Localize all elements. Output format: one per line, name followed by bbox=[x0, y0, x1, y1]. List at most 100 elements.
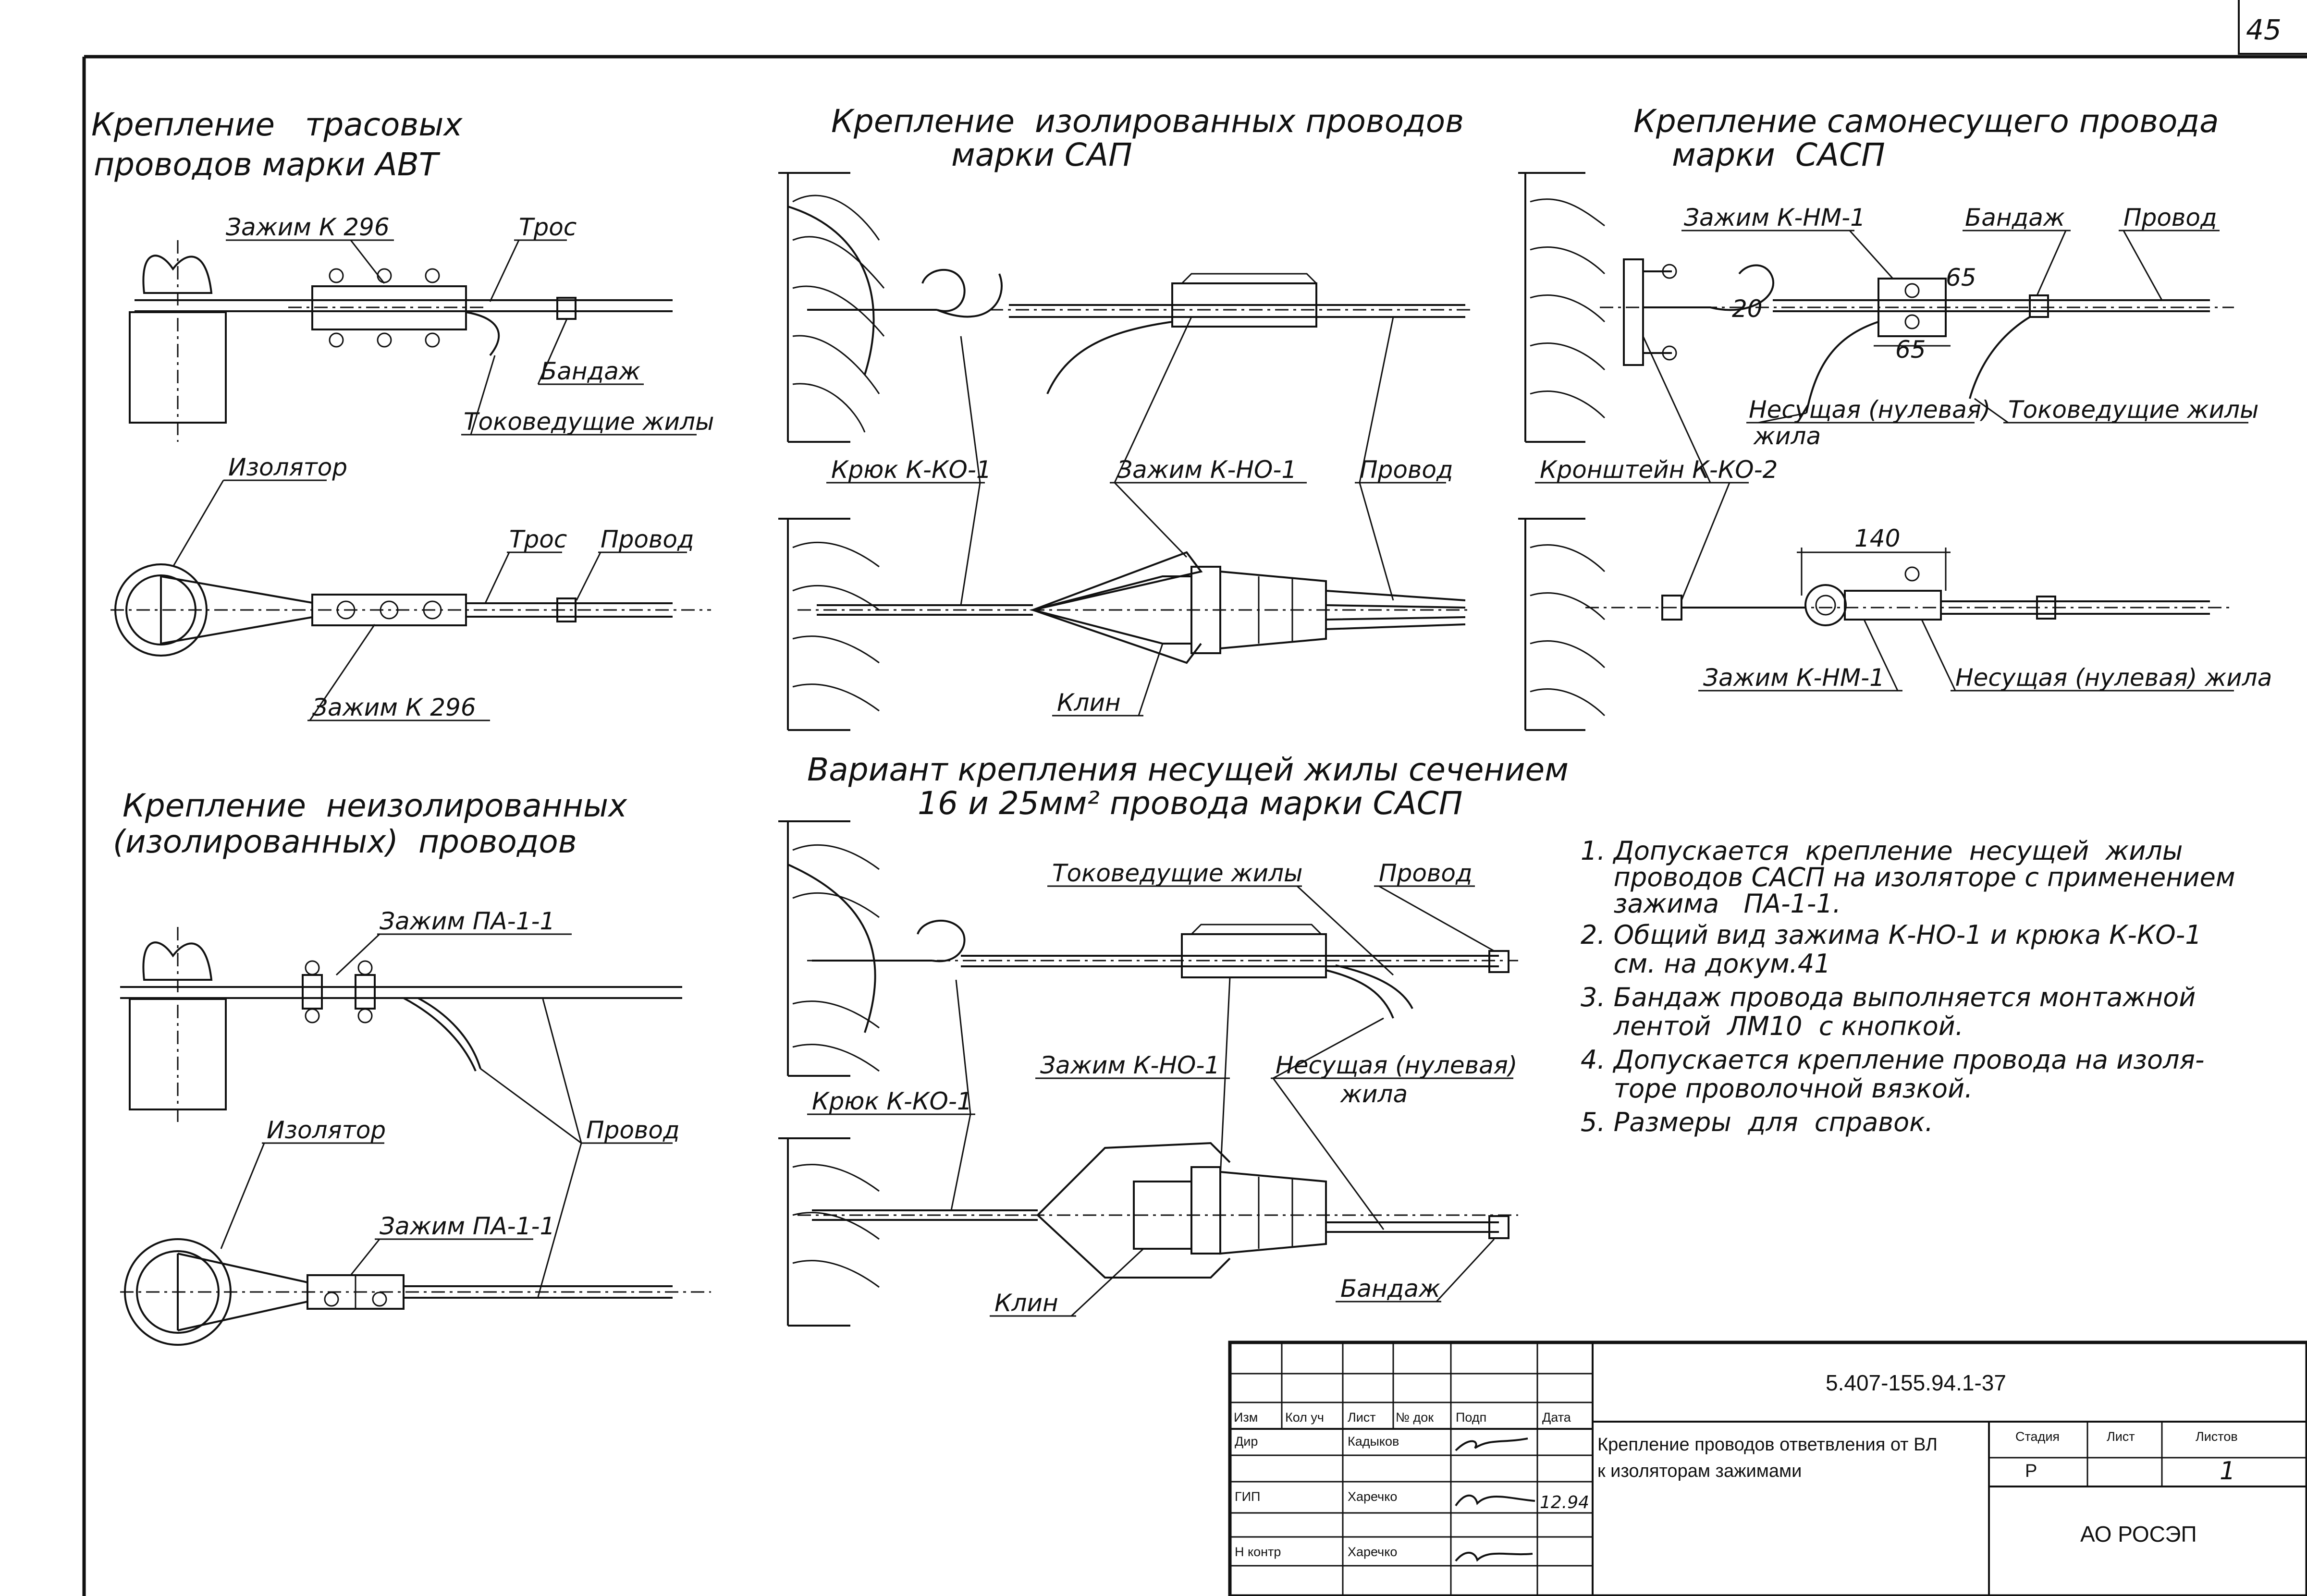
uninsulated-label-insulator: Изолятор bbox=[267, 1116, 386, 1144]
notes-block: 1. Допускается крепление несущей жилы пр… bbox=[1581, 836, 2235, 1137]
sheets-header: Листов bbox=[2196, 1429, 2238, 1444]
header-podp: Подп bbox=[1456, 1410, 1486, 1425]
sheet-frame: 45 bbox=[82, 0, 2307, 1596]
sasp-title-line2: марки САСП bbox=[1672, 136, 1885, 173]
stage-value: Р bbox=[2025, 1461, 2037, 1481]
sasp-title-line1: Крепление самонесущего провода bbox=[1633, 103, 2219, 140]
variant-label-wire: Провод bbox=[1379, 859, 1473, 887]
section-uninsulated: Крепление неизолированных (изолированных… bbox=[113, 787, 711, 1346]
section-avt: Крепление трасовых проводов марки АВТ За… bbox=[91, 106, 714, 721]
avt-title-line1: Крепление трасовых bbox=[91, 106, 463, 143]
variant-label-wedge: Клин bbox=[994, 1289, 1058, 1317]
avt-title-line2: проводов марки АВТ bbox=[94, 146, 441, 183]
note-line: лентой ЛМ10 с кнопкой. bbox=[1581, 1011, 1963, 1041]
signature-n-kontr bbox=[1455, 1551, 1533, 1562]
note-line: 5. Размеры для справок. bbox=[1581, 1107, 1933, 1137]
sasp-dim-20: 20 bbox=[1732, 295, 1763, 323]
avt-insulator-side bbox=[129, 240, 227, 442]
header-list: Лист bbox=[1348, 1410, 1376, 1425]
name-n-kontr: Харечко bbox=[1348, 1545, 1397, 1559]
variant-clamp-assembly bbox=[798, 1142, 1518, 1279]
sap-label-hook: Крюк К-КО-1 bbox=[831, 456, 992, 484]
sasp-pole-bottom bbox=[1518, 518, 1606, 731]
sap-title-line1: Крепление изолированных проводов bbox=[831, 103, 1464, 140]
section-sasp: Крепление самонесущего провода марки САС… bbox=[1518, 103, 2272, 731]
avt-label-conductors: Токоведущие жилы bbox=[464, 408, 714, 436]
section-variant: Вариант крепления несущей жилы сечением … bbox=[778, 751, 1569, 1327]
sap-label-wedge: Клин bbox=[1057, 689, 1121, 717]
header-izm: Изм bbox=[1234, 1410, 1258, 1425]
note-line: 2. Общий вид зажима К-НО-1 и крюка К-КО-… bbox=[1581, 920, 2202, 950]
signature-gip bbox=[1455, 1494, 1535, 1507]
uninsulated-label-clamp-bottom: Зажим ПА-1-1 bbox=[380, 1212, 555, 1240]
name-gip: Харечко bbox=[1348, 1489, 1397, 1504]
variant-pole-bottom bbox=[778, 1137, 880, 1327]
description-line1: Крепление проводов ответвления от ВЛ bbox=[1597, 1435, 1938, 1455]
note-line: зажима ПА-1-1. bbox=[1581, 889, 1841, 919]
sasp-label-neutral-1: Несущая (нулевая) bbox=[1749, 396, 1990, 424]
avt-label-clamp-bottom: Зажим К 296 bbox=[312, 694, 476, 721]
variant-label-neutral-1: Несущая (нулевая) bbox=[1276, 1051, 1517, 1079]
organization: АО РОСЭП bbox=[2080, 1522, 2197, 1547]
variant-label-neutral-2: жила bbox=[1340, 1080, 1408, 1108]
variant-pole-top bbox=[778, 820, 880, 1077]
header-kol-uch: Кол уч bbox=[1285, 1410, 1324, 1425]
sap-label-wire: Провод bbox=[1360, 456, 1453, 484]
avt-label-insulator: Изолятор bbox=[228, 453, 347, 481]
sap-pole-top bbox=[778, 172, 885, 443]
sap-pole-bottom bbox=[778, 518, 880, 731]
avt-plan-wire bbox=[311, 594, 673, 626]
sasp-bottom-assembly bbox=[1585, 548, 2234, 626]
header-n-dok: № док bbox=[1396, 1410, 1434, 1425]
sap-label-clamp: Зажим К-НО-1 bbox=[1117, 456, 1297, 484]
variant-label-clamp: Зажим К-НО-1 bbox=[1040, 1051, 1220, 1079]
note-line: 3. Бандаж провода выполняется монтажной bbox=[1581, 982, 2196, 1012]
avt-label-bandage: Бандаж bbox=[540, 357, 640, 385]
note-line: торе проволочной вязкой. bbox=[1581, 1073, 1973, 1104]
sasp-dim-65-top: 65 bbox=[1946, 264, 1976, 292]
sasp-label-neutral-bottom: Несущая (нулевая) жила bbox=[1955, 664, 2272, 692]
signature-dir bbox=[1455, 1438, 1528, 1451]
date-gip: 12.94 bbox=[1540, 1493, 1589, 1512]
sasp-label-wire: Провод bbox=[2123, 204, 2217, 231]
sasp-label-clamp-bottom: Зажим К-НМ-1 bbox=[1703, 664, 1885, 692]
name-dir: Кадыков bbox=[1348, 1434, 1399, 1449]
uninsulated-title-line1: Крепление неизолированных bbox=[123, 787, 627, 824]
role-gip: ГИП bbox=[1235, 1489, 1260, 1504]
avt-label-cable-top: Трос bbox=[519, 213, 577, 241]
variant-label-conductors: Токоведущие жилы bbox=[1052, 859, 1303, 887]
sasp-dim-140: 140 bbox=[1854, 524, 1900, 552]
sasp-label-bracket: Кронштейн К-КО-2 bbox=[1540, 456, 1778, 484]
role-n-kontr: Н контр bbox=[1235, 1545, 1281, 1559]
doc-code: 5.407-155.94.1-37 bbox=[1826, 1370, 2006, 1395]
sasp-label-neutral-2: жила bbox=[1753, 422, 1821, 450]
sasp-label-bandage: Бандаж bbox=[1965, 204, 2065, 231]
variant-label-bandage: Бандаж bbox=[1340, 1275, 1440, 1303]
note-line: 4. Допускается крепление провода на изол… bbox=[1581, 1045, 2205, 1075]
header-data: Дата bbox=[1542, 1410, 1571, 1425]
note-line: проводов САСП на изоляторе с применением bbox=[1581, 862, 2235, 892]
sap-clamp-assembly bbox=[798, 551, 1470, 664]
variant-title-line2: 16 и 25мм² провода марки САСП bbox=[918, 785, 1462, 822]
note-line: 1. Допускается крепление несущей жилы bbox=[1581, 836, 2183, 866]
uninsulated-insulator-side bbox=[120, 927, 682, 1124]
variant-title-line1: Вариант крепления несущей жилы сечением bbox=[807, 751, 1569, 788]
section-sap: Крепление изолированных проводов марки С… bbox=[778, 103, 1470, 731]
sasp-label-clamp-top: Зажим К-НМ-1 bbox=[1684, 204, 1865, 231]
role-dir: Дир bbox=[1235, 1434, 1258, 1449]
sheet-number: 45 bbox=[2246, 13, 2282, 46]
sheet-header: Лист bbox=[2107, 1429, 2135, 1444]
variant-label-hook: Крюк К-КО-1 bbox=[812, 1087, 972, 1115]
sap-hook-top bbox=[807, 269, 1470, 394]
uninsulated-title-line2: (изолированных) проводов bbox=[113, 823, 577, 860]
avt-label-wire: Провод bbox=[601, 525, 694, 553]
uninsulated-insulator-plan bbox=[120, 1238, 711, 1346]
sasp-hook-top bbox=[1600, 264, 2234, 414]
sasp-dim-65: 65 bbox=[1895, 336, 1926, 364]
avt-label-cable-bottom: Трос bbox=[509, 525, 567, 553]
variant-hook-top bbox=[807, 919, 1518, 1019]
sasp-pole-top bbox=[1518, 172, 1677, 443]
title-block: 5.407-155.94.1-37 Изм Кол уч Лист № док … bbox=[1228, 1340, 2307, 1596]
sheets-value: 1 bbox=[2220, 1457, 2235, 1486]
